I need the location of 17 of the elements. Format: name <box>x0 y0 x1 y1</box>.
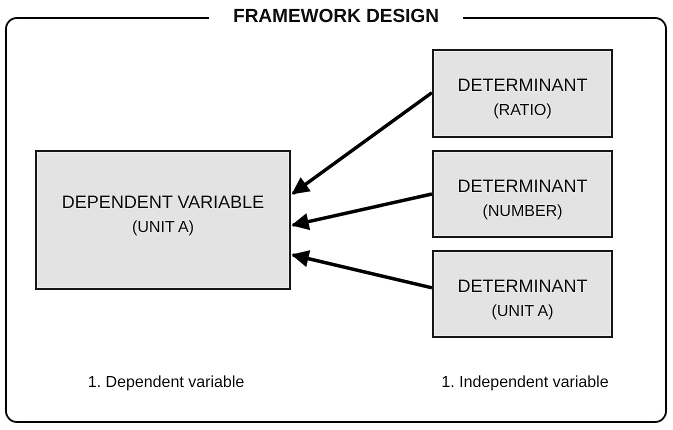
variable-box <box>35 150 291 290</box>
unit-text: (UNIT A) <box>492 303 554 321</box>
box-title: DETERMINANT <box>458 276 588 297</box>
arrow <box>292 91 434 195</box>
unit-text: (RATIO) <box>493 102 552 120</box>
unit-text: (NUMBER) <box>482 203 562 221</box>
box-title: DEPENDENT VARIABLE <box>62 192 264 213</box>
variable-box <box>432 49 613 138</box>
note-text: 1. Independent variable <box>441 374 609 392</box>
arrow <box>291 192 432 230</box>
unit-text: (UNIT A) <box>132 219 194 237</box>
box-title: DETERMINANT <box>458 176 588 197</box>
variable-box <box>432 250 613 338</box>
box-title: DETERMINANT <box>458 75 588 96</box>
note-text: 1. Dependent variable <box>88 374 244 392</box>
arrow <box>291 250 432 290</box>
variable-box <box>432 150 613 238</box>
